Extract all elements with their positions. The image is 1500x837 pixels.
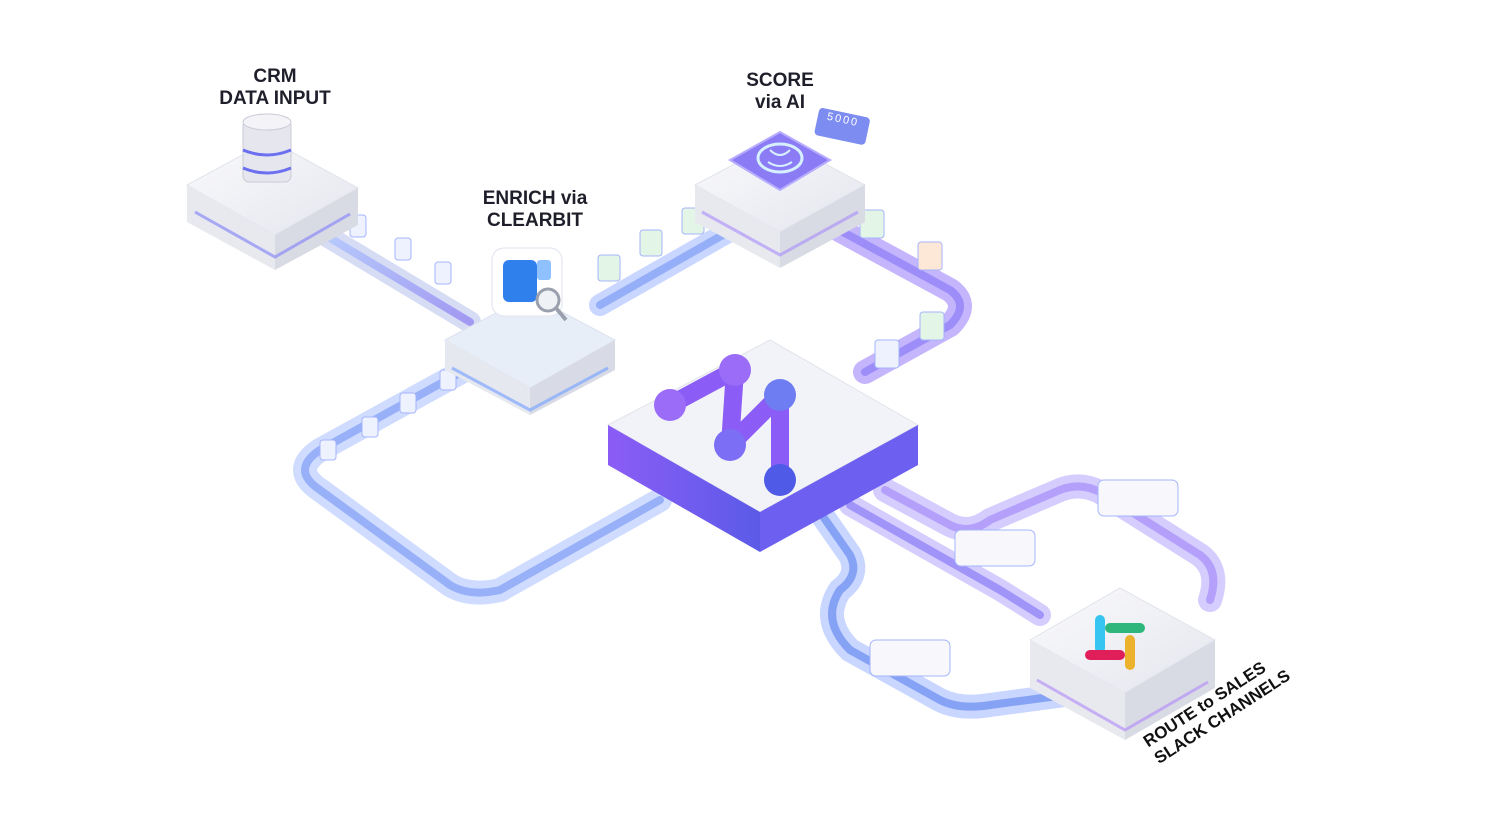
pipe-hub-slack-2	[839, 494, 1051, 626]
pipe-crm-enrich	[309, 221, 481, 333]
crm-node[interactable]	[185, 113, 360, 270]
slack-node[interactable]	[1028, 587, 1217, 740]
crm-label-line1: CRM	[253, 66, 297, 87]
enrich-label-line1: ENRICH via	[482, 188, 588, 209]
workflow-hub-icon	[654, 354, 796, 496]
slack-icon	[1085, 615, 1145, 670]
clearbit-search-icon	[491, 247, 568, 322]
score-badge	[814, 107, 870, 145]
pipe-score-hub	[818, 213, 972, 384]
score-label: SCORE via AI	[700, 70, 860, 114]
pipe-enrich-score	[589, 217, 746, 316]
crm-label-line2: DATA INPUT	[219, 87, 331, 109]
pipe-hub-slack-1	[810, 503, 1077, 719]
hub-node[interactable]	[606, 339, 920, 552]
enrich-label-line2: CLEARBIT	[486, 209, 584, 231]
enrich-label: ENRICH via CLEARBIT	[455, 188, 615, 232]
enrich-node[interactable]	[443, 247, 617, 415]
pipe-enrich-hub	[293, 358, 672, 605]
database-icon	[242, 113, 292, 183]
score-label-line1: SCORE	[746, 70, 814, 91]
score-node[interactable]	[693, 107, 871, 268]
crm-label: CRM DATA INPUT	[195, 66, 355, 110]
ai-brain-chip-icon	[728, 130, 832, 192]
pipe-hub-slack-3	[873, 474, 1226, 612]
score-label-line2: via AI	[755, 91, 805, 113]
